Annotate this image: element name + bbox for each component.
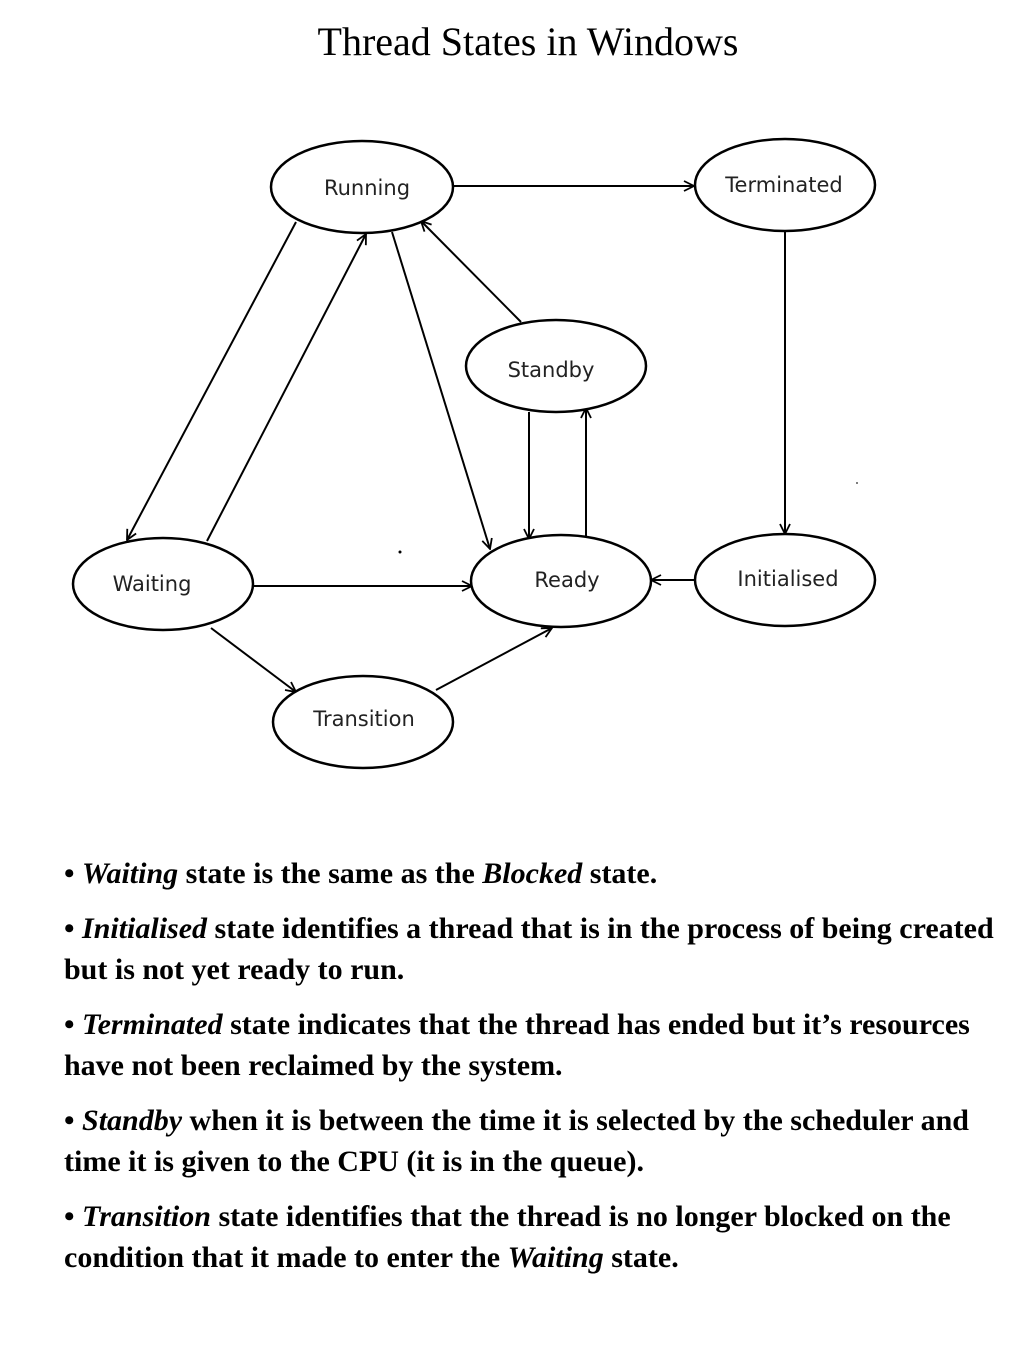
note-term: Waiting — [507, 1241, 604, 1274]
notes-list: • Waiting state is the same as the Block… — [64, 853, 1014, 1292]
note-transition: • Transition state identifies that the t… — [64, 1200, 951, 1274]
node-label-running: Running — [324, 176, 410, 200]
note-text: state identifies a thread that is in the… — [64, 912, 994, 986]
note-term: Terminated — [82, 1008, 223, 1041]
note-waiting: • Waiting state is the same as the Block… — [64, 857, 658, 890]
note-term: Waiting — [82, 857, 179, 890]
note-text: state identifies that the thread is no l… — [64, 1200, 951, 1274]
note-term: Transition — [82, 1200, 211, 1233]
node-transition — [271, 674, 455, 770]
stray-dot — [856, 482, 858, 484]
node-label-terminated: Terminated — [724, 173, 842, 197]
node-label-initialised: Initialised — [737, 567, 838, 591]
note-text: state is the same as the — [185, 857, 475, 890]
node-waiting — [71, 536, 255, 632]
stray-dot — [398, 550, 402, 554]
node-initialised — [693, 532, 877, 628]
note-terminated: • Terminated state indicates that the th… — [64, 1008, 970, 1082]
node-label-ready: Ready — [534, 568, 599, 592]
edge-running-waiting — [127, 221, 297, 540]
edge-waiting-transition — [210, 627, 296, 692]
page-title: Thread States in Windows — [317, 19, 739, 64]
note-term: Standby — [82, 1104, 183, 1137]
note-text: state. — [611, 1241, 679, 1274]
note-text: when it is between the time it is select… — [64, 1104, 969, 1178]
note-text: state indicates that the thread has ende… — [64, 1008, 970, 1082]
note-term: Initialised — [82, 912, 208, 945]
node-terminated — [693, 137, 877, 233]
edge-running-ready — [391, 231, 490, 549]
edge-transition-ready — [435, 628, 552, 691]
node-label-standby: Standby — [508, 358, 595, 382]
edge-standby-running — [421, 221, 522, 323]
edge-waiting-running — [206, 234, 366, 542]
note-text: state. — [589, 857, 658, 890]
note-standby: • Standby when it is between the time it… — [64, 1104, 969, 1178]
node-ready — [469, 533, 653, 629]
node-running — [269, 139, 455, 235]
note-term: Blocked — [482, 857, 583, 890]
state-diagram: Running Terminated Standby Waiting Ready… — [71, 137, 877, 770]
node-label-transition: Transition — [312, 707, 415, 731]
node-label-waiting: Waiting — [113, 572, 192, 596]
node-standby — [464, 318, 648, 414]
note-initialised: • Initialised state identifies a thread … — [64, 912, 994, 986]
